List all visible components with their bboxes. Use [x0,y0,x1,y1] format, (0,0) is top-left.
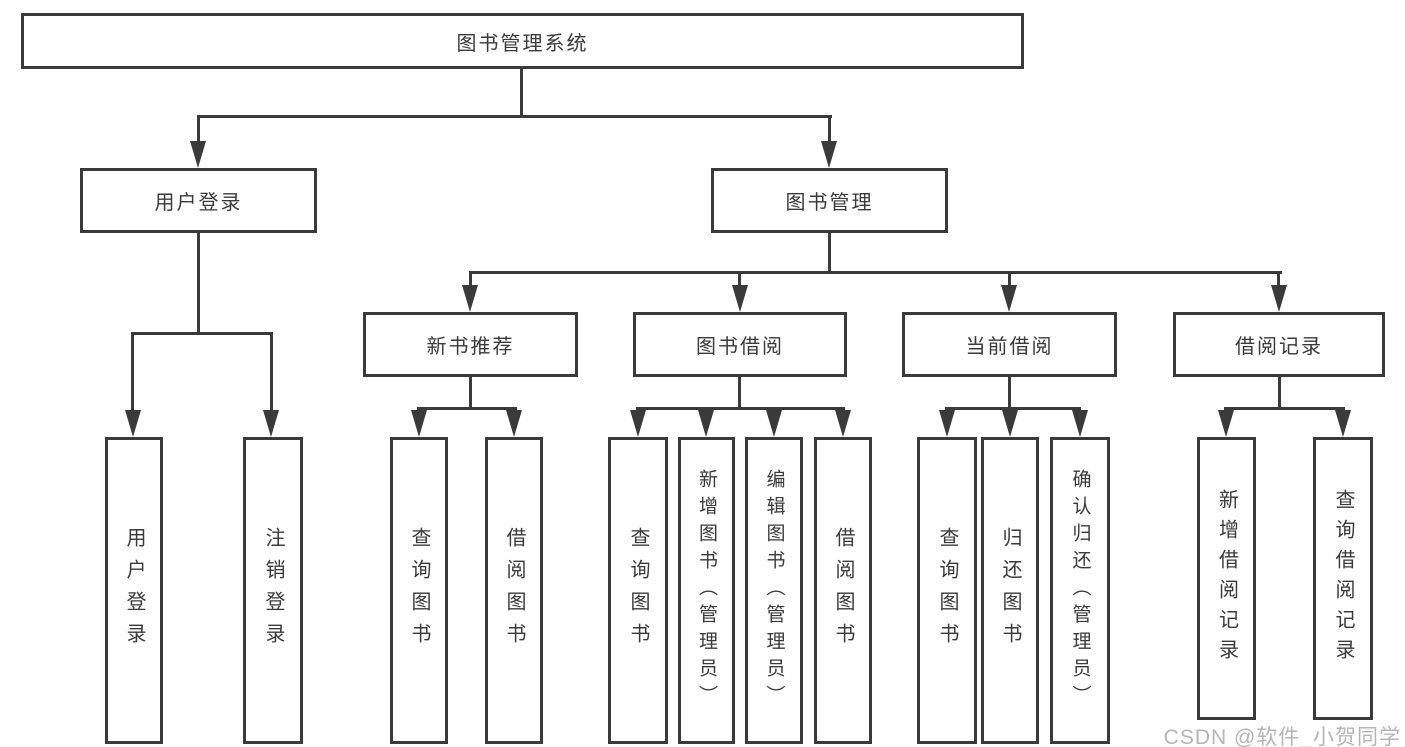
arrow-to-bb-edit [766,410,782,437]
leaf-bb-edit-books-admin-label: 编辑图书（管理员） [763,469,785,712]
arrow-to-bb-borrow [835,410,851,437]
leaf-cb-query-books-label: 查询图书 [936,526,958,655]
arrow-to-book-mgmt [821,141,837,168]
arrow-to-nb-query [411,410,427,437]
arrow-to-leaf-logout [263,410,279,437]
leaf-nb-borrow-books-label: 借阅图书 [503,526,525,655]
edge-currentborrow-stem [1008,377,1011,410]
leaf-bb-borrow-books-label: 借阅图书 [832,526,854,655]
node-new-books: 新书推荐 [363,312,578,377]
edge-records-stem [1278,377,1281,410]
leaf-rec-add-record: 新增借阅记录 [1197,437,1256,720]
node-user-login-group: 用户登录 [80,168,317,233]
edge-bookborrow-bar [636,407,845,410]
node-borrow-records-label: 借阅记录 [1235,336,1323,358]
node-current-borrow-label: 当前借阅 [965,336,1054,358]
node-new-books-label: 新书推荐 [426,336,515,358]
arrow-to-cb-query [939,410,955,437]
edge-newbooks-stem [469,377,472,410]
leaf-cb-confirm-return-admin: 确认归还（管理员） [1050,437,1110,744]
leaf-bb-query-books-label: 查询图书 [627,526,649,655]
node-user-login-group-label: 用户登录 [154,192,243,214]
leaf-logout: 注销登录 [243,437,303,744]
arrow-to-cb-return [1002,410,1018,437]
arrow-to-current-borrow [1001,285,1017,312]
node-book-mgmt-group: 图书管理 [711,168,948,233]
edge-newbooks-bar [417,407,517,410]
node-library-system-label: 图书管理系统 [456,32,589,55]
node-borrow-records: 借阅记录 [1173,312,1385,377]
leaf-bb-add-books-admin-label: 新增图书（管理员） [696,469,717,712]
arrow-to-bb-add [698,410,714,437]
leaf-rec-add-record-label: 新增借阅记录 [1215,488,1238,669]
edge-bookmgmt-drop-4 [1277,271,1280,286]
leaf-cb-return-books-label: 归还图书 [999,526,1021,655]
leaf-bb-add-books-admin: 新增图书（管理员） [678,437,735,744]
arrow-to-leaf-user-login [125,410,141,437]
leaf-user-login-label: 用户登录 [123,526,145,655]
node-book-borrow: 图书借阅 [633,312,847,377]
csdn-watermark: CSDN @软件_小贺同学 [1163,726,1401,747]
edge-bookmgmt-stem [828,233,831,274]
arrow-to-user-login [190,141,206,168]
arrow-to-borrow-records [1271,285,1287,312]
node-book-mgmt-group-label: 图书管理 [785,192,874,214]
edge-bookmgmt-bar [469,271,1282,274]
edge-bookmgmt-drop-2 [738,271,741,286]
edge-root-drop-right [828,115,831,143]
edge-bookmgmt-drop-1 [469,271,472,286]
leaf-user-login: 用户登录 [105,437,163,744]
arrow-to-nb-borrow [506,410,522,437]
leaf-logout-label: 注销登录 [262,526,284,655]
arrow-to-bb-query [630,410,646,437]
leaf-nb-query-books: 查询图书 [390,437,448,744]
edge-root-stem [520,68,523,118]
arrow-to-new-books [462,285,478,312]
leaf-bb-edit-books-admin: 编辑图书（管理员） [745,437,803,744]
arrow-to-rec-add [1218,410,1234,437]
leaf-bb-borrow-books: 借阅图书 [814,437,872,744]
edge-records-bar [1224,407,1345,410]
edge-userlogin-stem [197,233,200,335]
edge-userlogin-drop-2 [270,332,273,412]
arrow-to-cb-confirm [1072,410,1088,437]
node-current-borrow: 当前借阅 [902,312,1117,377]
leaf-cb-confirm-return-admin-label: 确认归还（管理员） [1069,469,1091,712]
node-library-system: 图书管理系统 [21,13,1024,69]
edge-bookmgmt-drop-3 [1008,271,1011,286]
arrow-to-rec-query [1335,410,1351,437]
leaf-nb-query-books-label: 查询图书 [408,526,430,655]
leaf-cb-query-books: 查询图书 [917,437,977,744]
node-book-borrow-label: 图书借阅 [696,336,784,358]
edge-currentborrow-bar [945,407,1081,410]
leaf-cb-return-books: 归还图书 [981,437,1039,744]
arrow-to-book-borrow [732,285,748,312]
edge-root-drop-left [197,115,200,143]
edge-bookborrow-stem [738,377,741,410]
leaf-rec-query-record: 查询借阅记录 [1313,437,1373,720]
leaf-rec-query-record-label: 查询借阅记录 [1332,488,1354,669]
leaf-bb-query-books: 查询图书 [608,437,668,744]
edge-userlogin-bar [131,332,273,335]
edge-root-bar [197,115,832,118]
leaf-nb-borrow-books: 借阅图书 [485,437,543,744]
edge-userlogin-drop-1 [131,332,134,412]
